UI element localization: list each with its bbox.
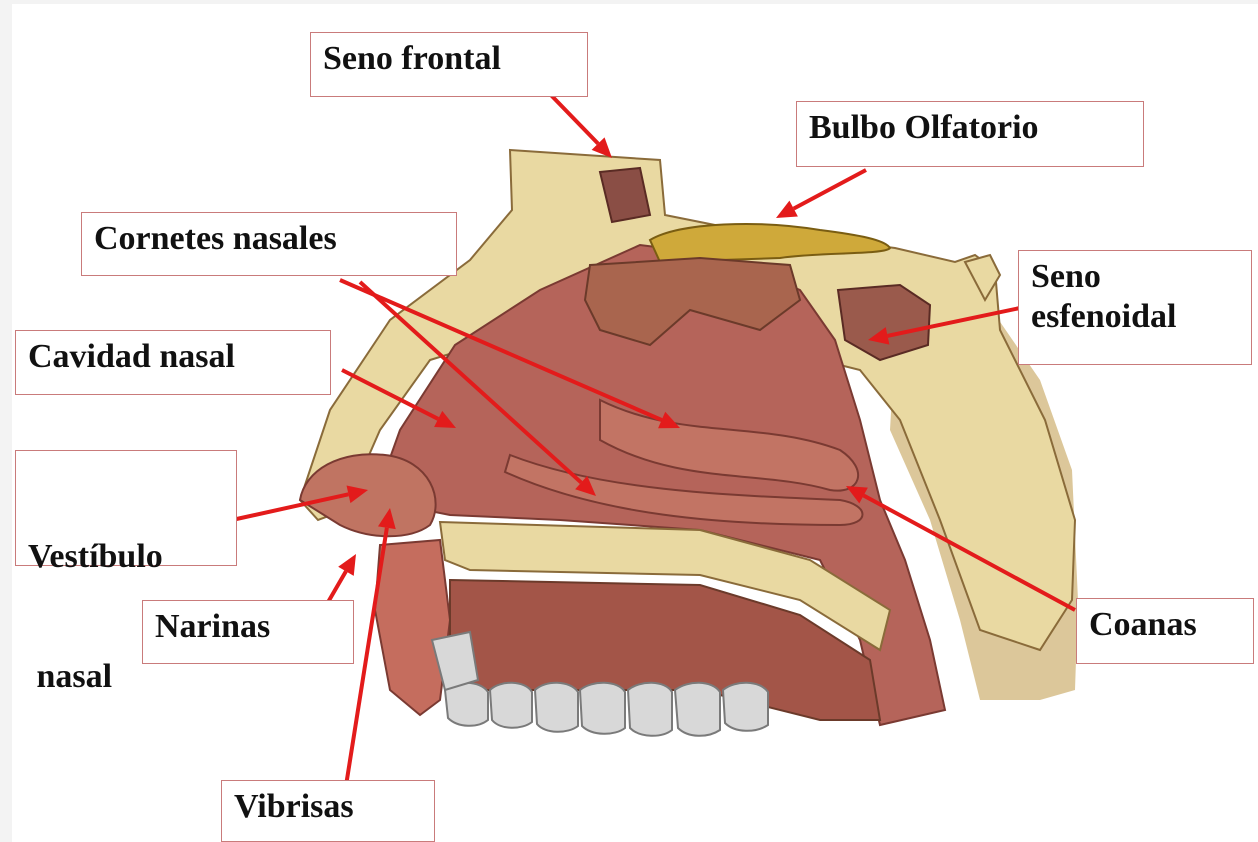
label-vibrisas-text: Vibrisas [234,788,354,825]
tooth [723,683,768,731]
upper-lip [375,540,450,715]
arrow-seno-frontal [548,92,598,144]
label-seno-esfenoidal-line2: esfenoidal [1031,297,1239,337]
tooth [490,683,532,728]
label-narinas: Narinas [142,600,354,664]
label-cavidad-nasal-text: Cavidad nasal [28,338,235,375]
label-cornetes-nasales-text: Cornetes nasales [94,220,337,257]
label-coanas: Coanas [1076,598,1254,664]
label-cornetes-nasales: Cornetes nasales [81,212,457,276]
label-coanas-text: Coanas [1089,606,1197,643]
tooth [445,683,488,726]
label-vestibulo-nasal: Vestíbulo nasal [15,450,237,566]
tooth [580,683,625,734]
tooth [535,683,578,732]
label-seno-esfenoidal-line1: Seno [1031,257,1239,297]
teeth [445,683,768,736]
label-narinas-text: Narinas [155,608,270,645]
tooth [628,683,672,736]
label-seno-frontal: Seno frontal [310,32,588,97]
label-vestibulo-line1: Vestíbulo [28,537,224,577]
label-vibrisas: Vibrisas [221,780,435,842]
arrow-bulbo-olfatorio [794,170,866,209]
label-bulbo-olfatorio: Bulbo Olfatorio [796,101,1144,167]
tooth [675,683,720,736]
label-seno-esfenoidal: Seno esfenoidal [1018,250,1252,365]
label-seno-frontal-text: Seno frontal [323,40,501,77]
label-bulbo-olfatorio-text: Bulbo Olfatorio [809,109,1039,146]
label-cavidad-nasal: Cavidad nasal [15,330,331,395]
